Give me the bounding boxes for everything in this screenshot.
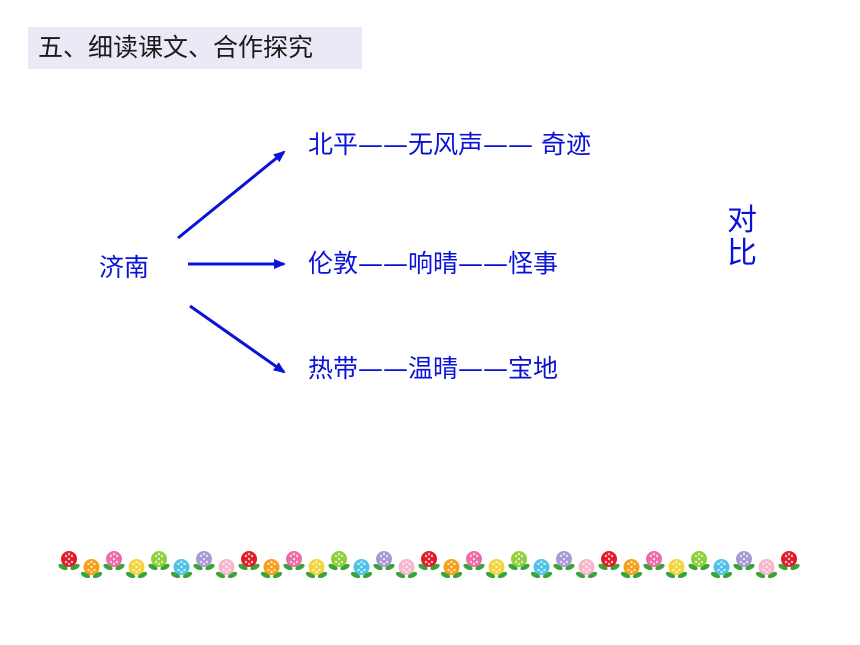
flower-icon <box>305 559 328 579</box>
flower-icon <box>283 551 305 571</box>
flower-icon <box>598 551 620 571</box>
flower-icon <box>103 551 125 571</box>
contrast-label: 对 比 <box>724 204 760 270</box>
flower-icon <box>508 551 530 571</box>
flower-icon <box>643 551 665 571</box>
flower-icon <box>710 559 733 579</box>
flower-icon <box>620 559 643 579</box>
flower-icon <box>58 551 80 571</box>
arrow-down-icon <box>189 304 286 374</box>
comparison-row-tropics: 热带——温晴——宝地 <box>308 354 559 383</box>
flower-icon <box>350 559 373 579</box>
contrast-char-1: 对 <box>727 203 757 238</box>
flower-icon <box>80 559 103 579</box>
section-title: 五、细读课文、合作探究 <box>28 27 362 69</box>
contrast-char-2: 比 <box>727 236 757 271</box>
flower-icon <box>170 559 193 579</box>
flower-icon <box>755 559 778 579</box>
flower-icon <box>238 551 260 571</box>
flower-icon <box>440 559 463 579</box>
flower-icon <box>215 559 238 579</box>
flower-icon <box>125 559 148 579</box>
flower-icon <box>373 551 395 571</box>
flower-icon <box>260 559 283 579</box>
flower-icon <box>688 551 710 571</box>
flower-icon <box>575 559 598 579</box>
flower-icon <box>148 551 170 571</box>
flower-icon <box>418 551 440 571</box>
arrow-up-icon <box>177 150 286 240</box>
flower-icon <box>463 551 485 571</box>
flower-icon <box>193 551 215 571</box>
flower-icon <box>395 559 418 579</box>
flower-icon <box>553 551 575 571</box>
comparison-row-beiping: 北平——无风声—— 奇迹 <box>308 130 591 159</box>
flower-icon <box>485 559 508 579</box>
flower-icon <box>328 551 350 571</box>
flower-icon <box>530 559 553 579</box>
flower-icon <box>733 551 755 571</box>
flower-icon <box>778 551 800 571</box>
comparison-row-london: 伦敦——响晴——怪事 <box>308 249 559 278</box>
flower-border-icon <box>58 551 800 579</box>
source-city-label: 济南 <box>99 253 150 282</box>
flower-icon <box>665 559 688 579</box>
